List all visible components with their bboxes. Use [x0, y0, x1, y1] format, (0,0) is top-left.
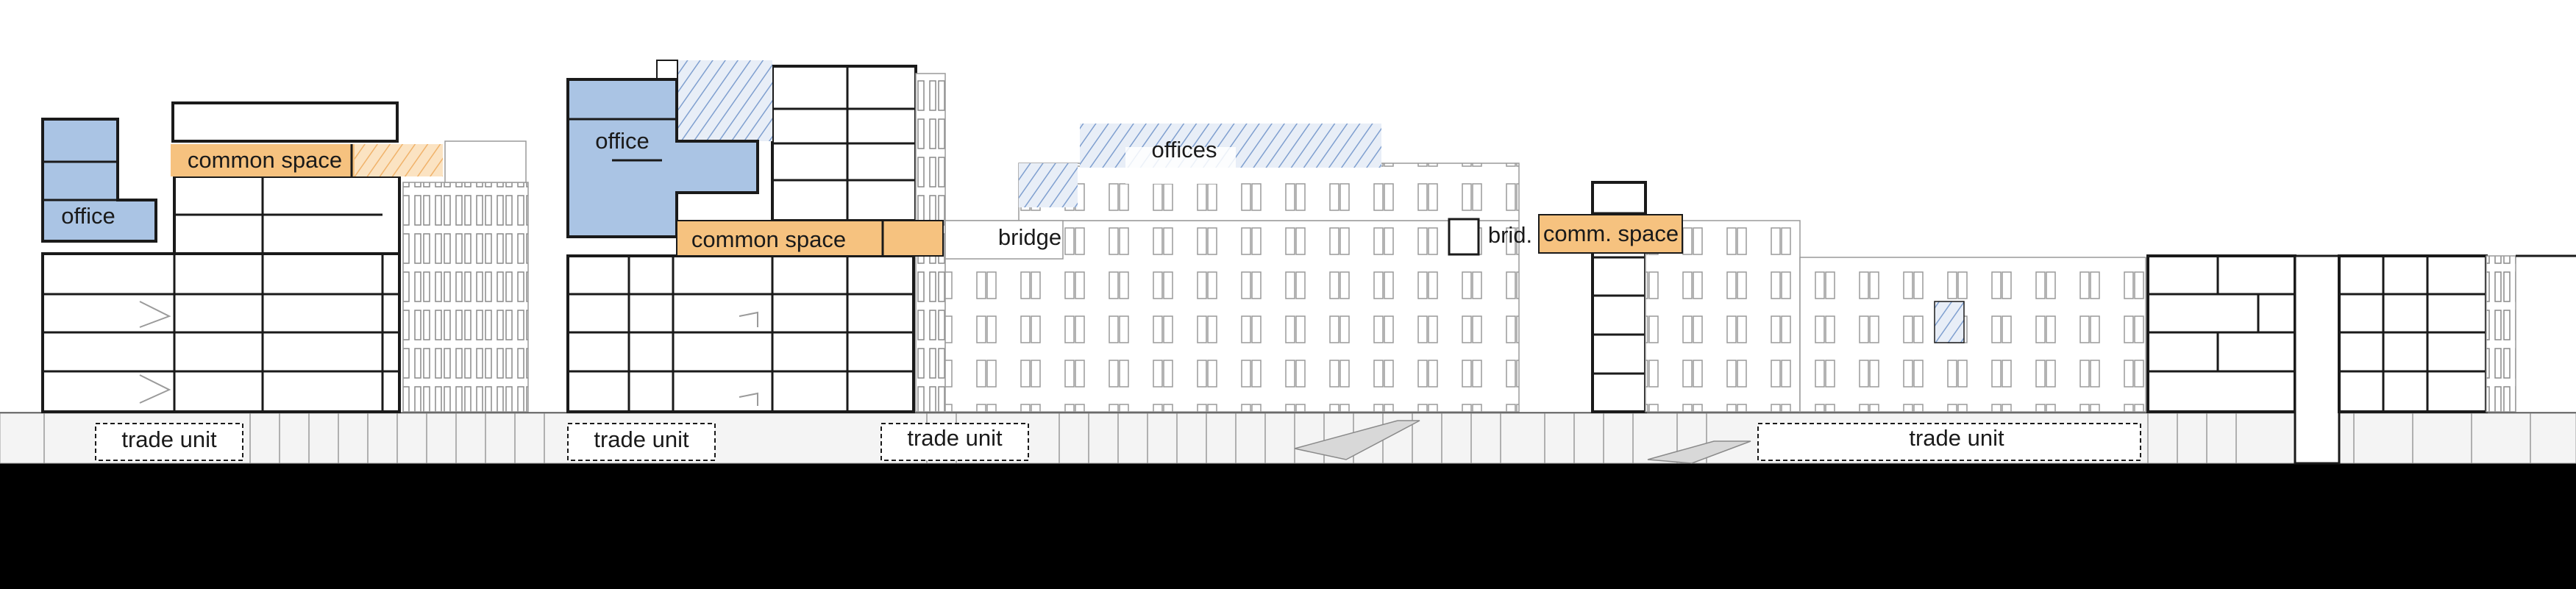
common-space-2	[676, 220, 944, 257]
label-office-b: office	[595, 128, 650, 154]
label-brid: brid.	[1488, 222, 1532, 248]
building-3	[1591, 181, 1801, 413]
label-trade-unit-4: trade unit	[1909, 425, 2004, 451]
building-1	[41, 101, 401, 413]
office-block-2	[566, 78, 759, 238]
label-offices: offices	[1151, 137, 1217, 163]
trade-unit-box-1	[95, 423, 243, 461]
plinth-strip	[0, 413, 2576, 464]
trade-unit-boxes	[95, 423, 2141, 461]
label-trade-unit-1: trade unit	[121, 426, 217, 452]
trade-unit-box-2	[567, 423, 716, 461]
label-bridge: bridge	[998, 224, 1061, 250]
middle-light-block-2	[1799, 257, 2146, 413]
label-common-space-a: common space	[188, 147, 342, 173]
building-4	[2146, 254, 2516, 465]
ramp-right	[1647, 440, 1751, 464]
office-block-1	[41, 118, 157, 243]
common-space-1-hatch	[355, 144, 443, 176]
comm-space-box	[1538, 214, 1683, 254]
label-office-a: office	[61, 203, 115, 229]
trade-unit-box-4	[1757, 423, 2141, 461]
label-trade-unit-2: trade unit	[594, 426, 689, 452]
trade-unit-box-3	[880, 423, 1029, 461]
ground-band	[0, 463, 2576, 585]
label-common-space-b: common space	[691, 226, 846, 252]
building-2	[566, 60, 946, 413]
common-space-1	[171, 144, 355, 176]
ramp-left	[1294, 420, 1420, 460]
facade-strip-1	[402, 182, 529, 413]
middle-light-block	[944, 124, 1520, 413]
label-trade-unit-3: trade unit	[907, 425, 1003, 451]
label-comm-space: comm. space	[1543, 221, 1679, 246]
